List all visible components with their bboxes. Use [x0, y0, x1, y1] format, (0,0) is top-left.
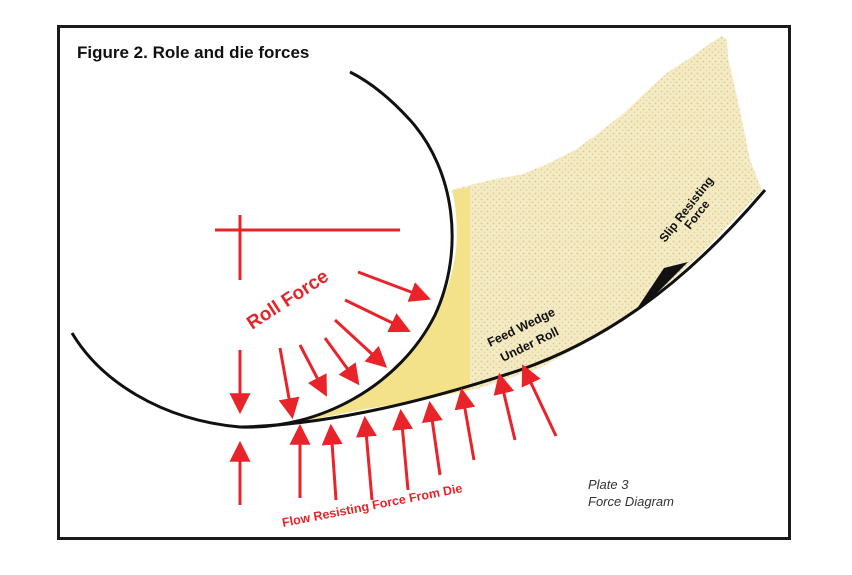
- feed-wedge-region: [300, 188, 470, 422]
- figure-title: Figure 2. Role and die forces: [77, 43, 310, 62]
- roll-force-arrows: [278, 270, 431, 420]
- die-curve: [239, 189, 767, 429]
- roll-force-label: Roll Force: [243, 266, 332, 334]
- roll-center-crosshair: [215, 215, 400, 280]
- plate-label: Plate 3: [588, 477, 629, 492]
- slip-arrow-head: [634, 262, 688, 313]
- roll-curve: [70, 70, 454, 429]
- die-force-arrows: [289, 364, 558, 501]
- force-diagram-caption: Force Diagram: [588, 494, 674, 509]
- feed-material-region: [452, 36, 762, 390]
